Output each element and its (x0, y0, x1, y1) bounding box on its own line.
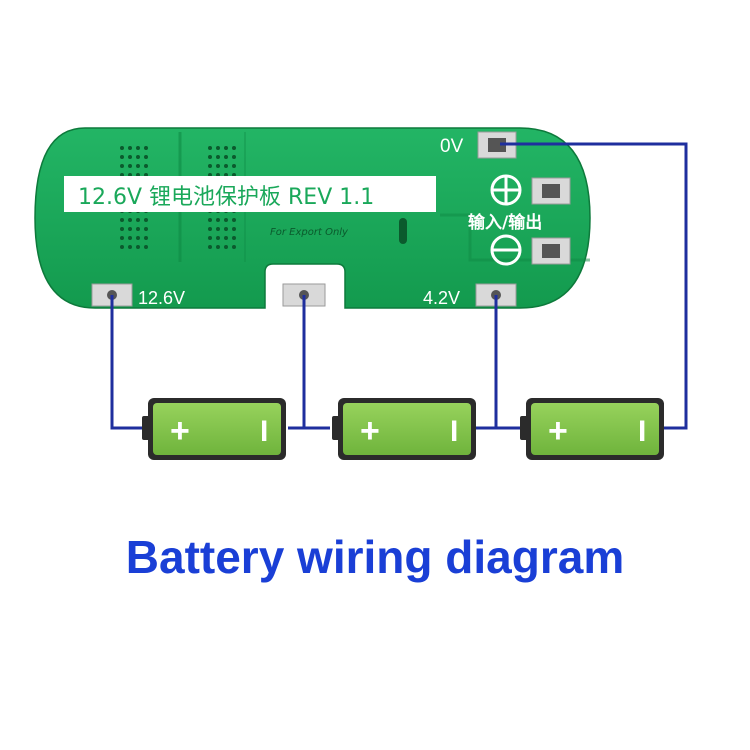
via-dot (120, 155, 124, 159)
wire-8-4v (302, 295, 330, 430)
via-dot (216, 146, 220, 150)
via-dot (216, 164, 220, 168)
export-note: For Export Only (270, 227, 349, 238)
label-0v: 0V (440, 136, 464, 157)
via-dot (144, 164, 148, 168)
battery-plus-label: + (360, 412, 380, 450)
via-dot (136, 155, 140, 159)
via-dot (144, 146, 148, 150)
battery-plus-label: + (548, 412, 568, 450)
via-dot (208, 164, 212, 168)
via-dot (128, 218, 132, 222)
via-dot (208, 227, 212, 231)
via-dot (136, 227, 140, 231)
label-12-6v: 12.6V (138, 288, 185, 308)
via-dot (136, 164, 140, 168)
battery-minus-label: I (260, 415, 268, 448)
via-dot (224, 227, 228, 231)
via-dot (232, 227, 236, 231)
via-dot (232, 236, 236, 240)
board-title: 12.6V 锂电池保护板 REV 1.1 (78, 185, 374, 210)
battery-pack: +I+I+I (142, 398, 664, 460)
via-dot (216, 155, 220, 159)
via-dot (128, 155, 132, 159)
battery-3: +I (520, 398, 664, 460)
via-dot (120, 146, 124, 150)
minus-symbol (490, 234, 522, 266)
via-dot (144, 155, 148, 159)
via-dot (144, 227, 148, 231)
via-dot (120, 164, 124, 168)
via-dot (128, 236, 132, 240)
battery-cell (343, 403, 471, 455)
via-dot (136, 146, 140, 150)
via-dot (128, 227, 132, 231)
via-dot (216, 227, 220, 231)
via-dot (144, 218, 148, 222)
board-title-plate (64, 176, 436, 212)
via-dot (224, 164, 228, 168)
pcb-outline (34, 127, 591, 309)
wire-0v (500, 142, 688, 430)
wire-4-2v (494, 295, 520, 430)
via-dot (232, 245, 236, 249)
via-dot (136, 245, 140, 249)
via-dot (128, 164, 132, 168)
pad-io-plus (531, 177, 571, 205)
via-dot (144, 245, 148, 249)
via-dot (224, 218, 228, 222)
via-dot (232, 164, 236, 168)
battery-2: +I (332, 398, 476, 460)
pad-io-minus (531, 237, 571, 265)
via-dot (128, 146, 132, 150)
via-dot (216, 218, 220, 222)
via-dot (136, 218, 140, 222)
via-dot (224, 245, 228, 249)
via-dot (120, 236, 124, 240)
via-dot (120, 227, 124, 231)
plus-symbol (490, 174, 522, 206)
via-dot (216, 236, 220, 240)
via-dot (208, 146, 212, 150)
via-dot (208, 218, 212, 222)
via-dot (128, 245, 132, 249)
via-dot (216, 245, 220, 249)
via-dot (224, 236, 228, 240)
via-dot (208, 236, 212, 240)
pcb-board: 12.6V 锂电池保护板 REV 1.1 For Export Only 0V … (34, 127, 591, 309)
board-slot (399, 218, 407, 244)
via-dot (232, 155, 236, 159)
label-4-2v: 4.2V (423, 288, 460, 308)
label-8-4v: 8.4V (280, 264, 317, 284)
pad-0v (477, 131, 517, 159)
battery-cell (153, 403, 281, 455)
battery-plus-label: + (170, 412, 190, 450)
via-dot (208, 245, 212, 249)
wires (110, 142, 688, 430)
caption: Battery wiring diagram (125, 531, 625, 583)
battery-1: +I (142, 398, 286, 460)
battery-minus-label: I (450, 415, 458, 448)
via-dot (224, 155, 228, 159)
via-dot (144, 236, 148, 240)
via-dot (120, 245, 124, 249)
via-dot (120, 218, 124, 222)
label-io: 输入/输出 (468, 212, 542, 233)
via-dot (224, 146, 228, 150)
battery-minus-label: I (638, 415, 646, 448)
wire-12-6v (110, 295, 150, 430)
via-dot (136, 236, 140, 240)
battery-cell (531, 403, 659, 455)
via-dot (232, 218, 236, 222)
via-dot (208, 155, 212, 159)
via-dot (232, 146, 236, 150)
